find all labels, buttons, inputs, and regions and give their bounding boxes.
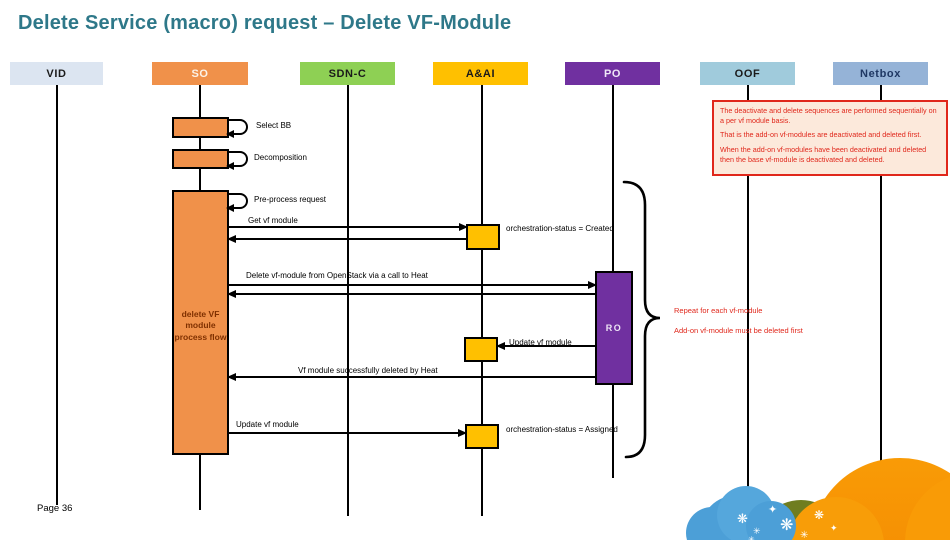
- msg-update-vf-module-so: Update vf module: [236, 420, 299, 429]
- note-line-1: The deactivate and delete sequences are …: [720, 106, 937, 125]
- ro-box: RO: [595, 271, 633, 385]
- actor-so: SO: [152, 62, 248, 85]
- arrow-vf-module-deleted: [227, 373, 595, 381]
- sparkle-icon: ✳: [753, 526, 761, 536]
- msg-update-vf-module-ro: Update vf module: [509, 338, 572, 347]
- selfloop-select-bb: [226, 119, 248, 138]
- lifeline-netbox: [880, 85, 882, 497]
- sparkle-icon: ✦: [768, 504, 778, 516]
- arrow-delete-from-openstack-return: [227, 290, 595, 298]
- note-box: The deactivate and delete sequences are …: [712, 100, 948, 176]
- selfloop-pre-process: [226, 193, 248, 212]
- page-number: Page 36: [37, 503, 73, 514]
- sparkle-icon: ✳: [748, 535, 755, 540]
- repeat-brace: [622, 180, 661, 459]
- activation-decomposition: [172, 149, 229, 169]
- state-box-assigned: [465, 424, 499, 449]
- msg-select-bb: Select BB: [256, 121, 292, 130]
- lifeline-aai: [481, 85, 483, 516]
- state-label-created: orchestration-status = Created: [506, 224, 614, 233]
- sparkle-icon: ✳: [800, 530, 809, 540]
- actor-aai: A&AI: [433, 62, 528, 85]
- msg-pre-process: Pre-process request: [254, 195, 327, 204]
- lifeline-vid: [56, 85, 58, 505]
- blue-cloud-bump-right: [746, 501, 796, 540]
- lifeline-oof: [747, 85, 749, 505]
- state-box-created: [466, 224, 500, 250]
- note-line-2: That is the add-on vf-modules are deacti…: [720, 130, 922, 140]
- sparkle-icon: ✦: [830, 523, 838, 533]
- activation-select-bb: [172, 117, 229, 138]
- msg-get-vf-module: Get vf module: [248, 216, 298, 225]
- selfloop-decomposition: [226, 151, 248, 170]
- page-title: Delete Service (macro) request – Delete …: [18, 12, 512, 34]
- sparkle-icon: ❋: [814, 508, 825, 522]
- arrow-update-vf-module-ro: [496, 342, 595, 350]
- ro-label: RO: [605, 323, 623, 333]
- annotation-repeat: Repeat for each vf-module: [674, 306, 763, 315]
- process-flow-label: delete VF module process flow: [174, 309, 227, 342]
- actor-vid: VID: [10, 62, 103, 85]
- state-label-assigned: orchestration-status = Assigned: [506, 425, 618, 434]
- actor-po: PO: [565, 62, 660, 85]
- arrow-get-vf-module: [229, 223, 468, 231]
- arrow-get-vf-module-return: [227, 235, 466, 243]
- annotation-addon-first: Add-on vf-module must be deleted first: [674, 326, 803, 335]
- sparkle-icon: ❋: [780, 517, 794, 534]
- msg-delete-from-openstack: Delete vf-module from OpenStack via a ca…: [246, 271, 428, 280]
- msg-vf-module-deleted: Vf module successfully deleted by Heat: [298, 366, 438, 375]
- lifeline-sdnc: [347, 85, 349, 516]
- actor-oof: OOF: [700, 62, 795, 85]
- arrow-delete-from-openstack: [229, 281, 597, 289]
- actor-netbox: Netbox: [833, 62, 928, 85]
- arrow-update-vf-module-so: [229, 429, 467, 437]
- activation-delete-vf-module: delete VF module process flow: [172, 190, 229, 455]
- actor-sdnc: SDN-C: [300, 62, 395, 85]
- sparkle-icon: ❋: [737, 511, 748, 526]
- msg-decomposition: Decomposition: [254, 153, 307, 162]
- note-line-3: When the add-on vf-modules have been dea…: [720, 145, 927, 164]
- state-box-update-ro: [464, 337, 498, 362]
